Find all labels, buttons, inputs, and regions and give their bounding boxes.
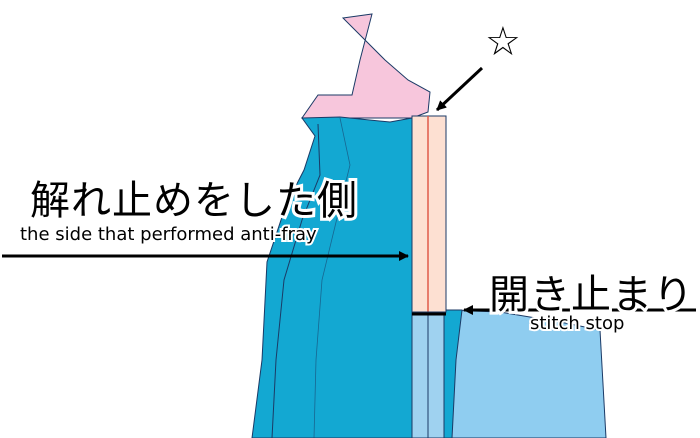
- star-marker: ☆: [485, 19, 521, 65]
- fold-line: [313, 117, 351, 438]
- collar-piece: [301, 13, 431, 119]
- main-garment-body: [251, 116, 413, 438]
- arrow-to-seam: [435, 66, 484, 112]
- frayed-side-label-en: the side that performed anti-fray: [18, 222, 319, 247]
- light-blue-panel: [443, 309, 607, 438]
- seam-allowance: [411, 115, 447, 313]
- frayed-side-label-jp: 解れ止めをした側: [27, 175, 360, 227]
- fold-line: [271, 123, 321, 438]
- stitch-stop-label-jp: 開き止まり: [486, 269, 696, 321]
- stitch-stop-label-en: stitch stop: [528, 311, 626, 336]
